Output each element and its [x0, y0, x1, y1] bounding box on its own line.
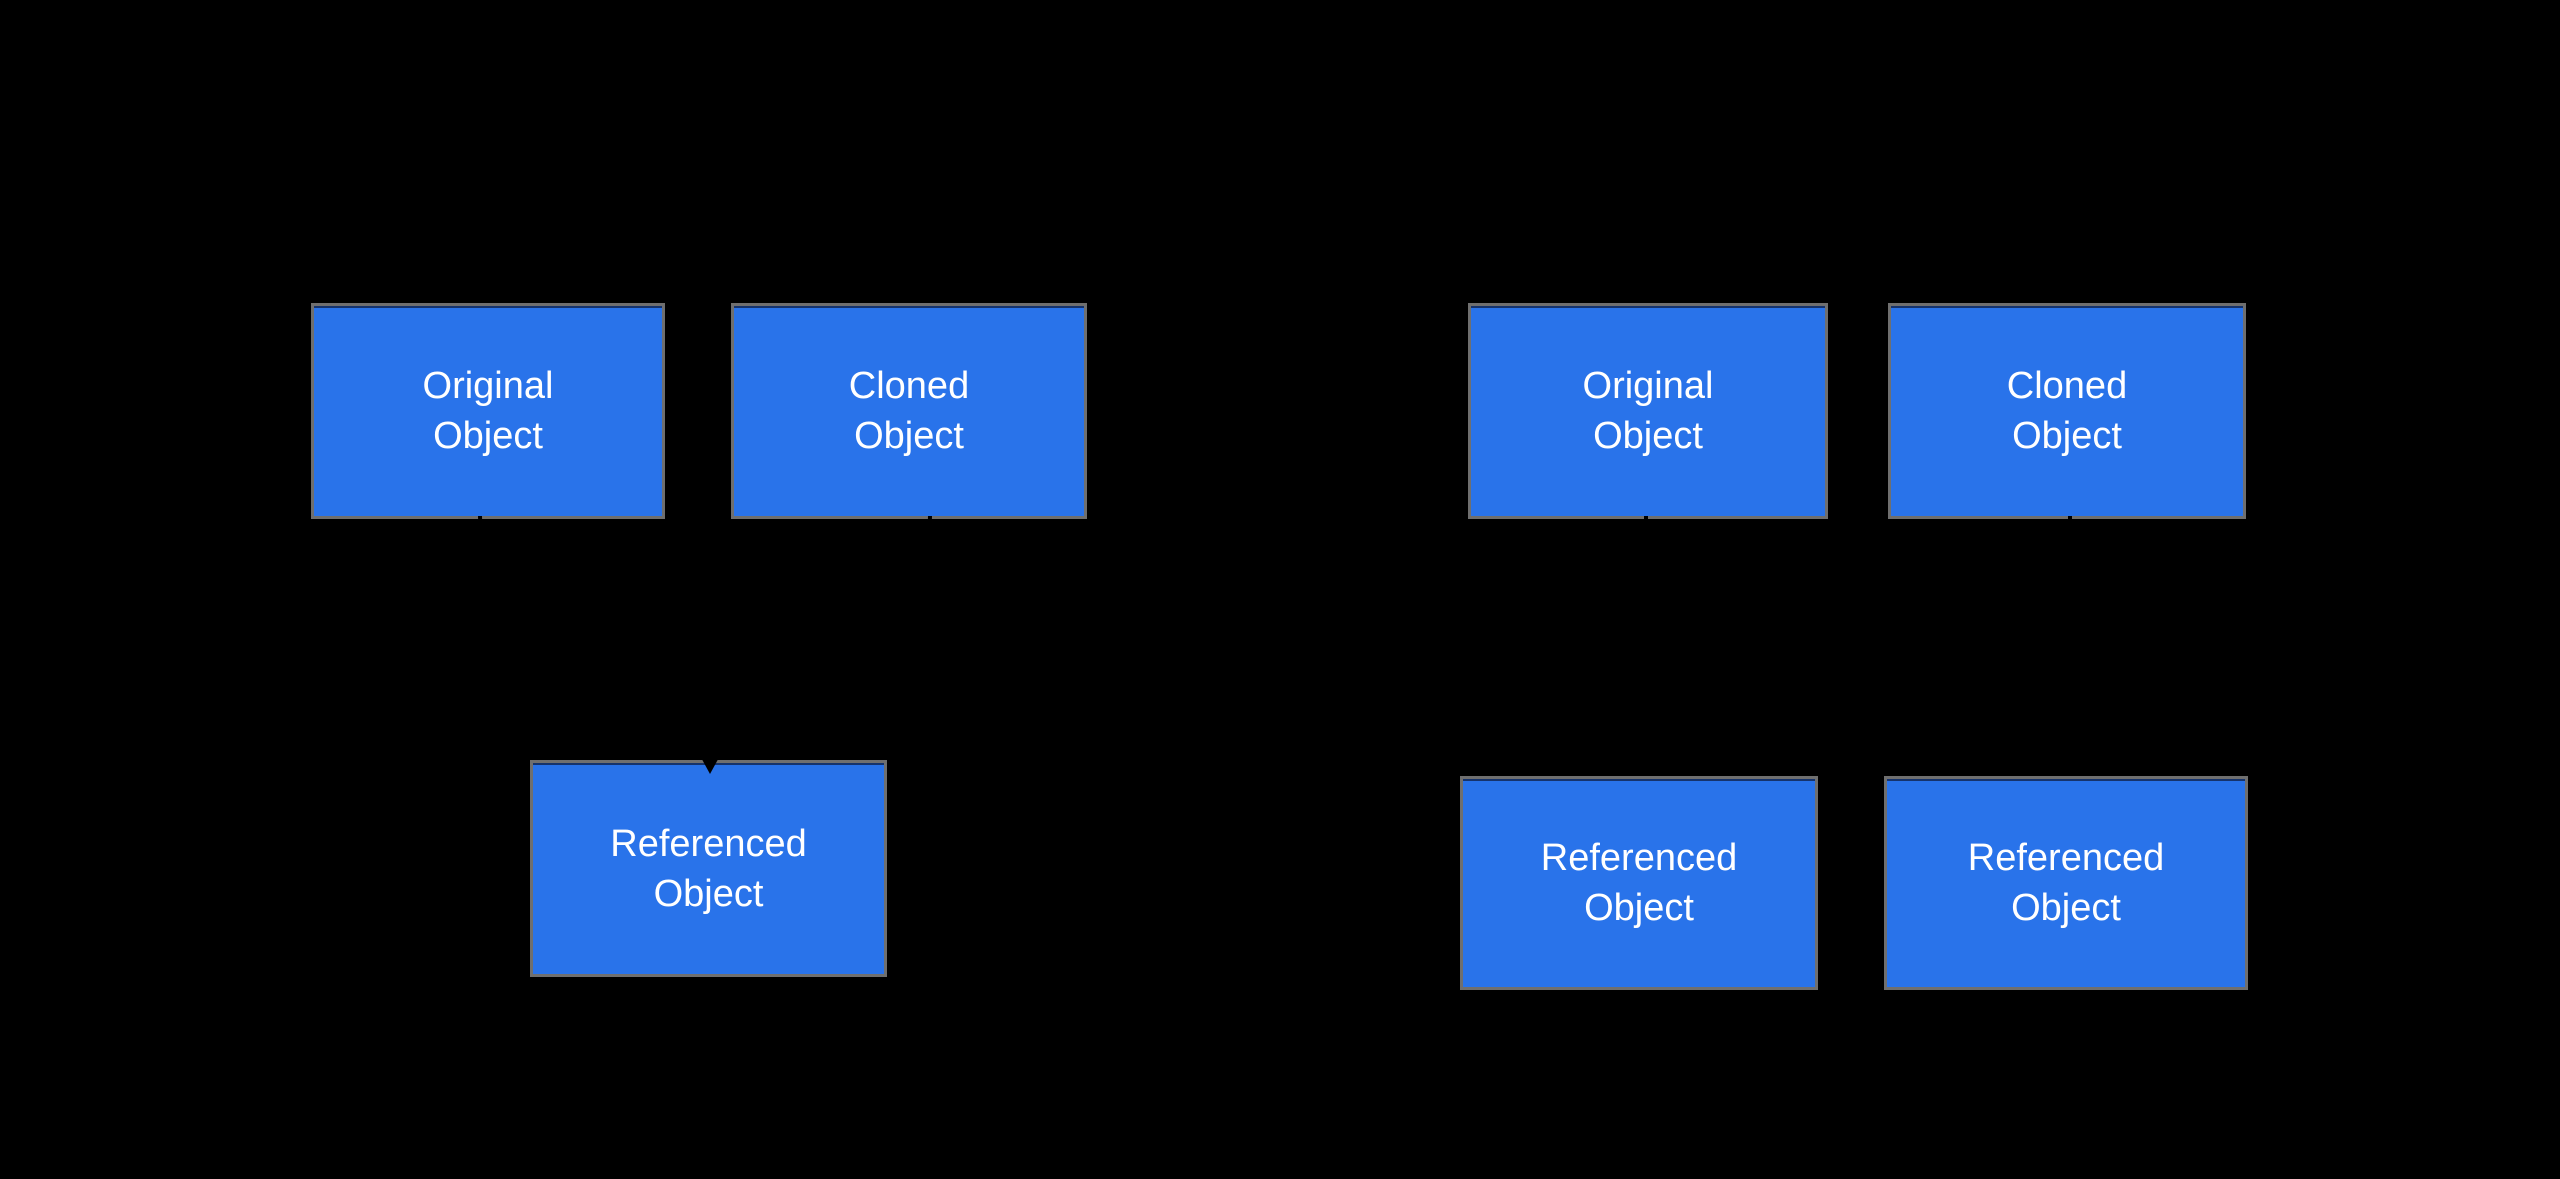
node-label: Object — [433, 415, 543, 457]
node-label: Object — [1584, 887, 1694, 929]
node-label: Object — [653, 872, 764, 915]
connector-original-to-referenced-left — [478, 515, 712, 753]
node-label: Referenced — [610, 822, 807, 865]
node-referenced-object-right-1: Referenced Object — [1460, 776, 1818, 990]
arrowhead-referenced-right-2 — [2058, 752, 2082, 774]
arrowhead-referenced-right-1 — [1634, 752, 1658, 774]
node-label: Object — [2012, 415, 2122, 457]
node-label: Cloned — [848, 365, 970, 407]
node-original-object-right: Original Object — [1468, 303, 1828, 519]
node-referenced-object-left: Referenced Object — [530, 760, 887, 977]
node-referenced-object-right-2: Referenced Object — [1884, 776, 2248, 990]
node-label: Object — [2011, 887, 2121, 929]
node-label: Object — [854, 415, 964, 457]
node-original-object-left: Original Object — [311, 303, 665, 519]
node-label: Original — [1582, 365, 1714, 407]
node-label: Referenced — [1967, 837, 2165, 879]
node-label: Cloned — [2006, 365, 2128, 407]
node-label: Object — [1593, 415, 1703, 457]
connector-cloned-to-referenced-left — [708, 515, 932, 753]
node-label: Original — [422, 365, 554, 407]
node-label: Referenced — [1540, 837, 1738, 879]
node-cloned-object-left: Cloned Object — [731, 303, 1087, 519]
node-cloned-object-right: Cloned Object — [1888, 303, 2246, 519]
